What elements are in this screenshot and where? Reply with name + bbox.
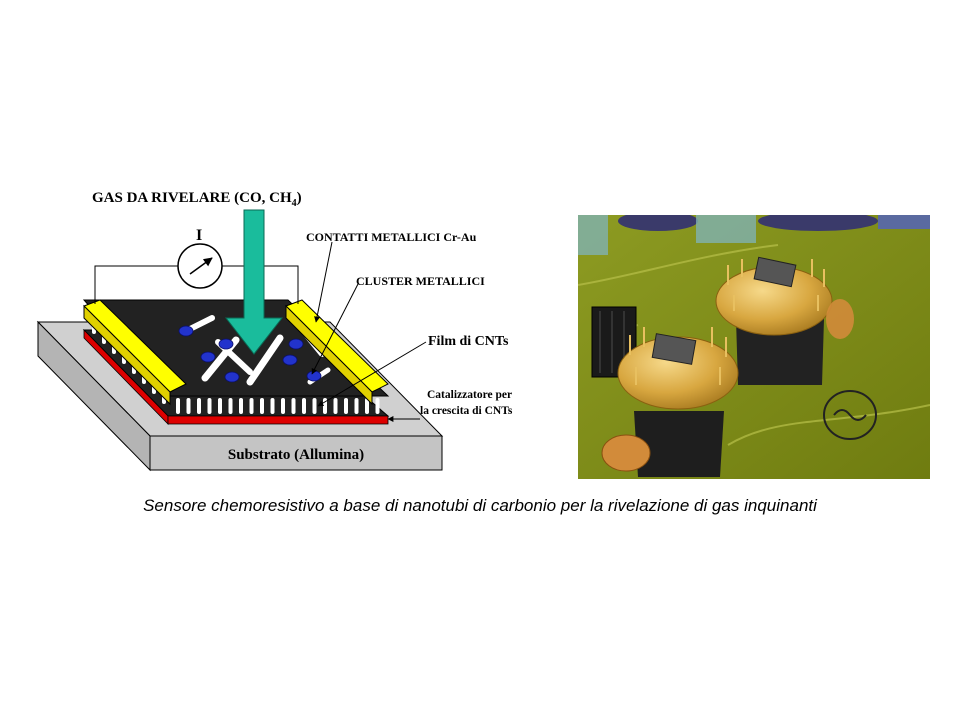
contacts-label: CONTATTI METALLICI Cr-Au [306, 230, 477, 244]
gas-arrow [224, 209, 284, 355]
cnt-tube [197, 398, 201, 414]
cnt-tube [354, 398, 359, 414]
metal-clusters [178, 325, 322, 383]
cnt-tube [323, 398, 327, 414]
cnt-tube [239, 398, 243, 414]
gas-label: GAS DA RIVELARE (CO, CH4) [92, 190, 302, 209]
cnt-tube [302, 398, 306, 414]
cnt-tube [260, 398, 264, 414]
ammeter-icon [177, 243, 223, 289]
cnt-tube [291, 398, 296, 414]
sensor-diagram: I GAS DA RIVELARE (CO, CH4) CONTATTI MET… [36, 190, 513, 472]
cnt-tube [218, 398, 222, 414]
sensor-photo [578, 215, 930, 479]
cnt-tube [344, 398, 348, 414]
cnt-tube [312, 398, 317, 414]
cnt-tube [375, 398, 380, 414]
metal-contacts [83, 299, 389, 406]
figure-caption: Sensore chemoresistivo a base di nanotub… [143, 496, 817, 515]
substrate-label: Substrato (Allumina) [228, 447, 364, 463]
label-pointers [311, 241, 427, 422]
cnt-tube [228, 398, 233, 414]
cnt-tube [281, 398, 285, 414]
cnt-tube [176, 398, 180, 414]
film-label: Film di CNTs [428, 334, 509, 349]
cnt-forest-front [176, 398, 380, 414]
cnt-tube [207, 398, 212, 414]
current-label: I [196, 227, 202, 244]
cnt-tube [186, 398, 191, 414]
cnt-tube [333, 398, 338, 414]
cnt-tube [249, 398, 254, 414]
cnt-tube [270, 398, 275, 414]
catalyst-label-line2: la crescita di CNTs [420, 405, 513, 417]
catalyst-label-line1: Catalizzatore per [427, 389, 512, 401]
cluster-label: CLUSTER METALLICI [356, 274, 485, 288]
cnt-tube [365, 398, 369, 414]
